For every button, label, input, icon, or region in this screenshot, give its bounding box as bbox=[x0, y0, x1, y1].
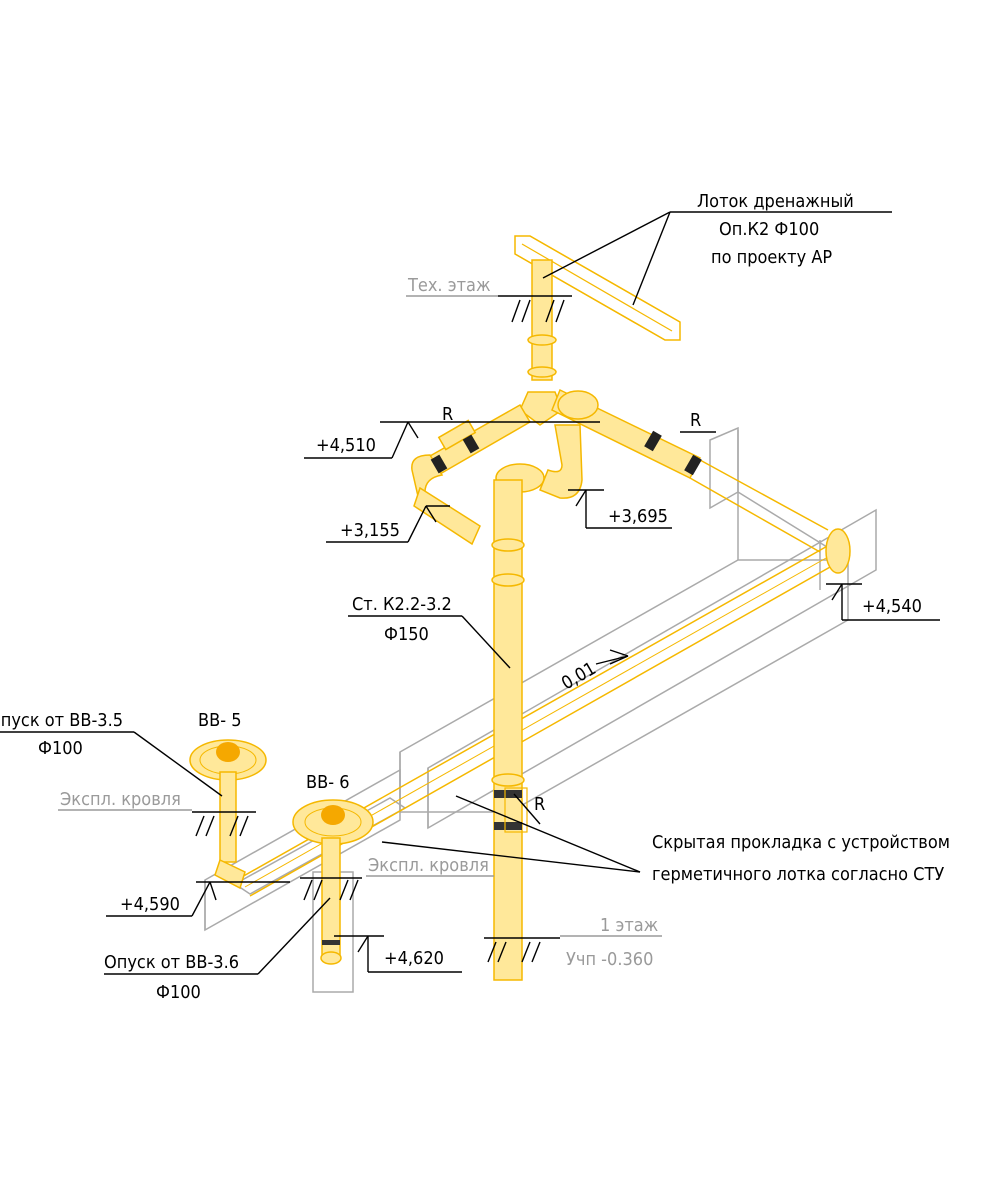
elevation-4510: +4,510 bbox=[316, 435, 376, 456]
floor-hatch-bb6 bbox=[300, 877, 362, 901]
roof-drain-bb6 bbox=[292, 799, 374, 965]
floor-hatch-1st bbox=[484, 937, 560, 963]
elevation-4590: +4,590 bbox=[120, 894, 180, 915]
elevation-3695: +3,695 bbox=[608, 506, 668, 527]
slope-label: 0,01 bbox=[558, 658, 600, 694]
elevation-4620: +4,620 bbox=[384, 948, 444, 969]
lotok-code: Оп.К2 Ф100 bbox=[719, 219, 819, 240]
floor-hatch-bb5 bbox=[192, 811, 256, 837]
first-floor-level: Учп -0.360 bbox=[566, 949, 653, 970]
leader-lines bbox=[0, 211, 940, 975]
opusk-35-diameter: Ф100 bbox=[38, 738, 83, 759]
opusk-35-label: Опуск от ВВ-3.5 bbox=[0, 710, 123, 731]
floor-hatch-tech bbox=[498, 295, 572, 323]
upper-riser bbox=[519, 259, 563, 426]
roof-drain-bb5 bbox=[189, 739, 267, 890]
hidden-routing-line1: Скрытая прокладка с устройством bbox=[652, 832, 950, 853]
opusk-36-diameter: Ф100 bbox=[156, 982, 201, 1003]
tech-floor-label: Тех. этаж bbox=[407, 275, 491, 296]
first-floor-label: 1 этаж bbox=[600, 915, 659, 936]
lotok-title: Лоток дренажный bbox=[697, 191, 854, 212]
elevation-3155: +3,155 bbox=[340, 520, 400, 541]
trough-outline bbox=[204, 426, 877, 993]
branch-pipes bbox=[411, 388, 702, 546]
elevation-4540: +4,540 bbox=[862, 596, 922, 617]
r-marker-riser: R bbox=[534, 794, 545, 815]
text-labels: Лоток дренажный Оп.К2 Ф100 по проекту АР… bbox=[0, 191, 950, 1003]
riser-diameter: Ф150 bbox=[384, 624, 429, 645]
bb6-label: ВВ- 6 bbox=[306, 772, 350, 793]
r-marker-left: R bbox=[442, 404, 453, 425]
roof-label-2: Экспл. кровля bbox=[368, 855, 489, 876]
main-riser bbox=[491, 479, 528, 981]
riser-name: Ст. К2.2-3.2 bbox=[352, 594, 452, 615]
lotok-ref: по проекту АР bbox=[711, 247, 832, 268]
bb5-label: ВВ- 5 bbox=[198, 710, 242, 731]
r-marker-right: R bbox=[690, 410, 701, 431]
hidden-routing-line2: герметичного лотка согласно СТУ bbox=[652, 864, 944, 885]
roof-label-1: Экспл. кровля bbox=[60, 789, 181, 810]
opusk-36-label: Опуск от ВВ-3.6 bbox=[104, 952, 239, 973]
